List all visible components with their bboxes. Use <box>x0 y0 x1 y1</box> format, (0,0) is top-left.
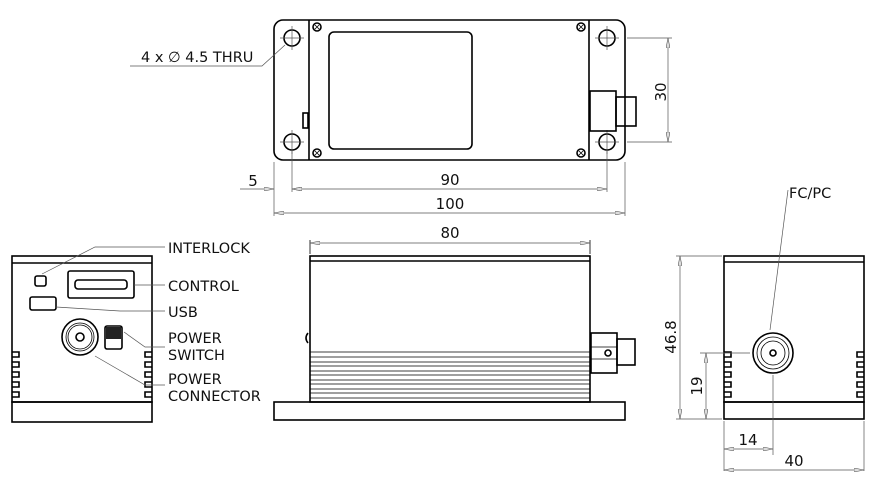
top-view: 30 90 5 100 4 x ∅ 4.5 THRU <box>130 19 672 216</box>
dim-5: 5 <box>248 172 258 190</box>
side-view: 80 <box>273 224 636 421</box>
rear-view: FC/PC 46.8 19 14 40 <box>662 186 865 471</box>
label-interlock: INTERLOCK <box>168 241 250 257</box>
label-fc-pc: FC/PC <box>789 186 831 202</box>
hole-callout: 4 x ∅ 4.5 THRU <box>141 50 253 66</box>
fiber-connector-top <box>589 90 617 132</box>
front-view: INTERLOCK CONTROL USB POWER SWITCH POWER… <box>11 241 261 423</box>
fiber-connector-side <box>590 332 618 374</box>
label-power-connector-1: POWER <box>168 372 222 388</box>
window <box>328 31 473 150</box>
label-power-connector-2: CONNECTOR <box>168 389 261 405</box>
power-switch <box>104 325 123 350</box>
power-connector <box>61 318 99 356</box>
label-power-switch-1: POWER <box>168 331 222 347</box>
interlock-port <box>34 275 47 287</box>
label-usb: USB <box>168 305 198 321</box>
dim-46-8: 46.8 <box>662 320 680 353</box>
dim-40: 40 <box>784 452 803 470</box>
dim-90: 90 <box>440 171 459 189</box>
dim-30: 30 <box>652 82 670 101</box>
dim-14: 14 <box>738 431 757 449</box>
dim-100: 100 <box>436 195 465 213</box>
top-outline <box>273 19 626 161</box>
dim-80: 80 <box>440 224 459 242</box>
label-control: CONTROL <box>168 279 239 295</box>
label-power-switch-2: SWITCH <box>168 348 225 364</box>
fc-pc-connector <box>752 332 794 374</box>
control-port <box>67 270 135 299</box>
dim-19: 19 <box>688 376 706 395</box>
screws <box>312 22 586 158</box>
usb-port <box>29 296 57 311</box>
mounting-holes <box>280 26 619 154</box>
